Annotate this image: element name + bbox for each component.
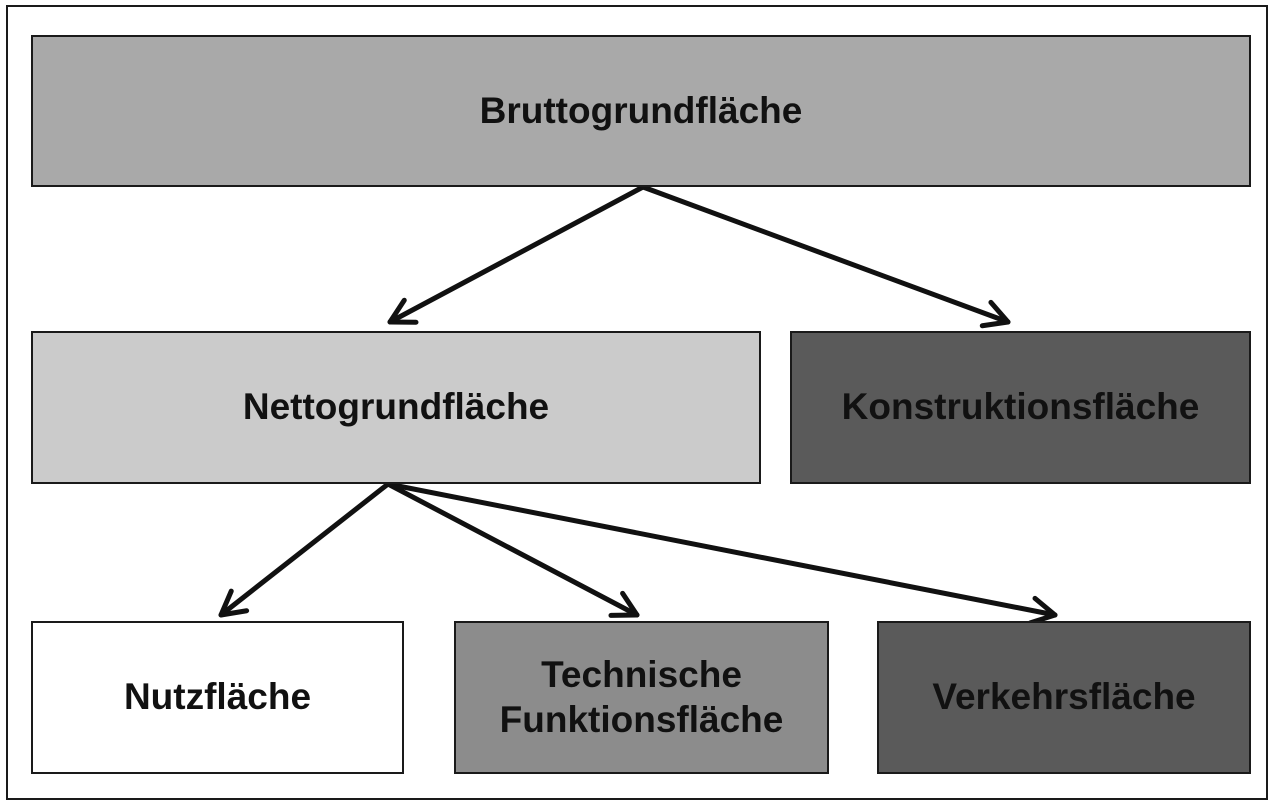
- node-nettogrundflaeche: Nettogrundfläche: [31, 331, 761, 484]
- node-label-bruttogrundflaeche: Bruttogrundfläche: [479, 89, 803, 131]
- node-nutzflaeche: Nutzfläche: [31, 621, 404, 774]
- node-bruttogrundflaeche: Bruttogrundfläche: [31, 35, 1251, 187]
- node-technische-funktionsflaeche: Technische Funktionsfläche: [454, 621, 829, 774]
- node-verkehrsflaeche: Verkehrsfläche: [877, 621, 1251, 774]
- node-label-technische-funktionsflaeche: Technische Funktionsfläche: [499, 654, 784, 740]
- node-label-konstruktionsflaeche: Konstruktionsfläche: [841, 386, 1200, 428]
- node-label-nutzflaeche: Nutzfläche: [123, 676, 312, 718]
- node-label-nettogrundflaeche: Nettogrundfläche: [242, 386, 550, 428]
- node-konstruktionsflaeche: Konstruktionsfläche: [790, 331, 1251, 484]
- node-label-verkehrsflaeche: Verkehrsfläche: [932, 676, 1196, 718]
